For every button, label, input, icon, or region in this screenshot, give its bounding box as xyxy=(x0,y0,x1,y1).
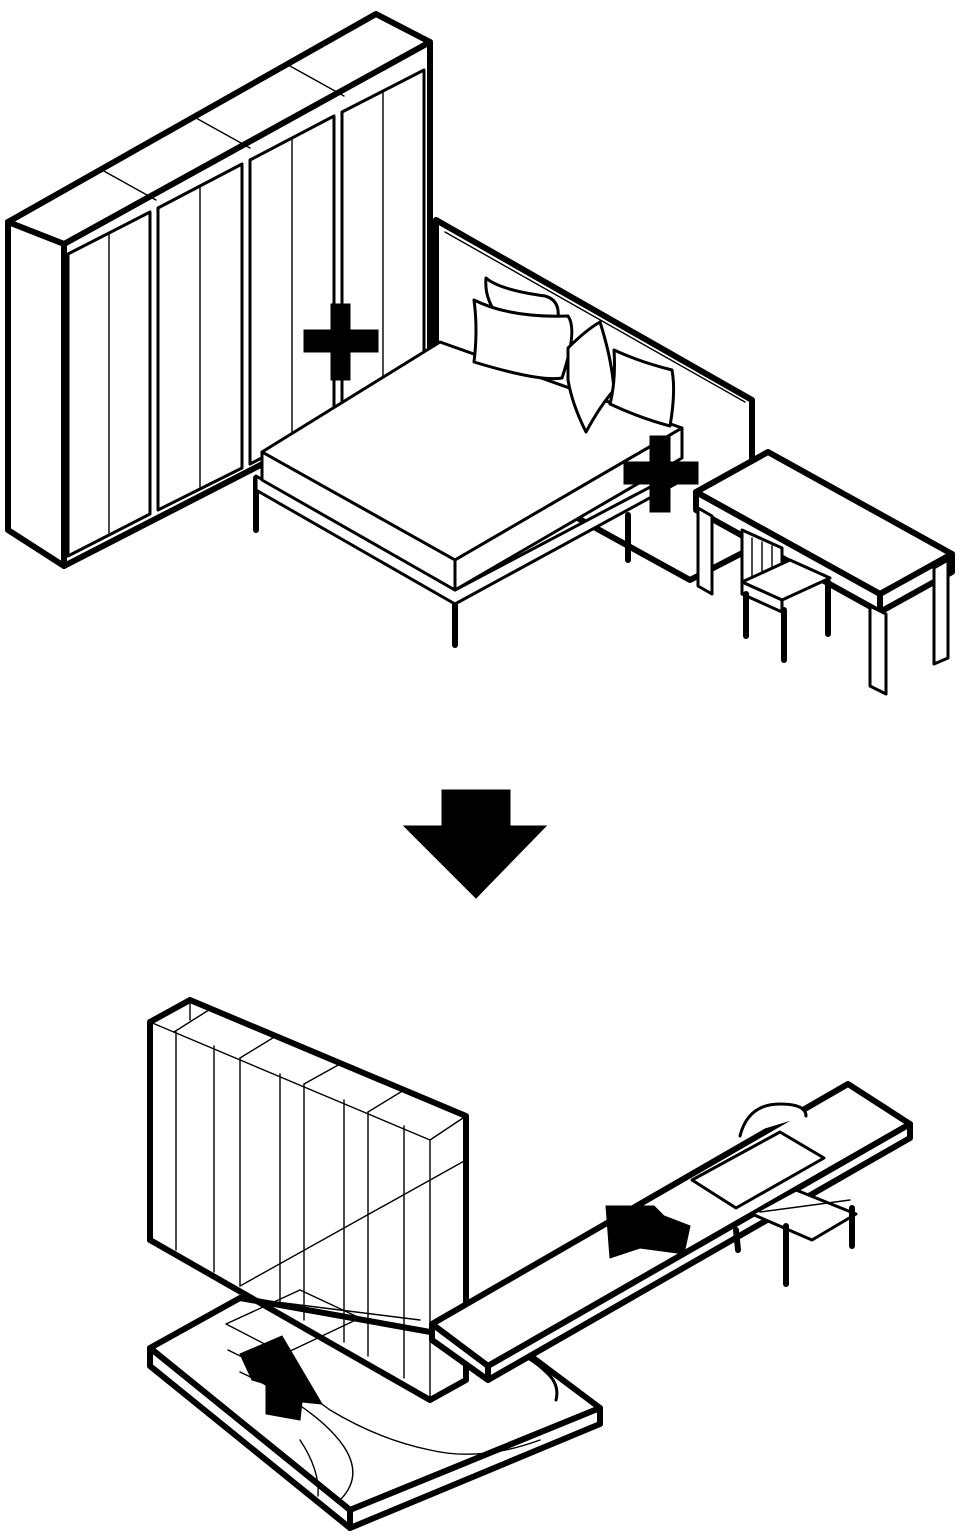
arrow-left-icon xyxy=(605,1205,691,1259)
chair-icon xyxy=(740,528,832,663)
arrow-down-icon xyxy=(402,789,548,899)
wardrobe-icon xyxy=(147,997,469,1403)
chair-icon xyxy=(733,1102,858,1287)
arrow-up-icon xyxy=(239,1335,323,1421)
before-panel xyxy=(5,11,955,696)
desk-icon xyxy=(693,449,955,696)
after-panel xyxy=(147,997,913,1531)
plus-icon xyxy=(303,303,379,381)
pillow-icon xyxy=(472,276,676,434)
plus-icon xyxy=(623,435,699,513)
